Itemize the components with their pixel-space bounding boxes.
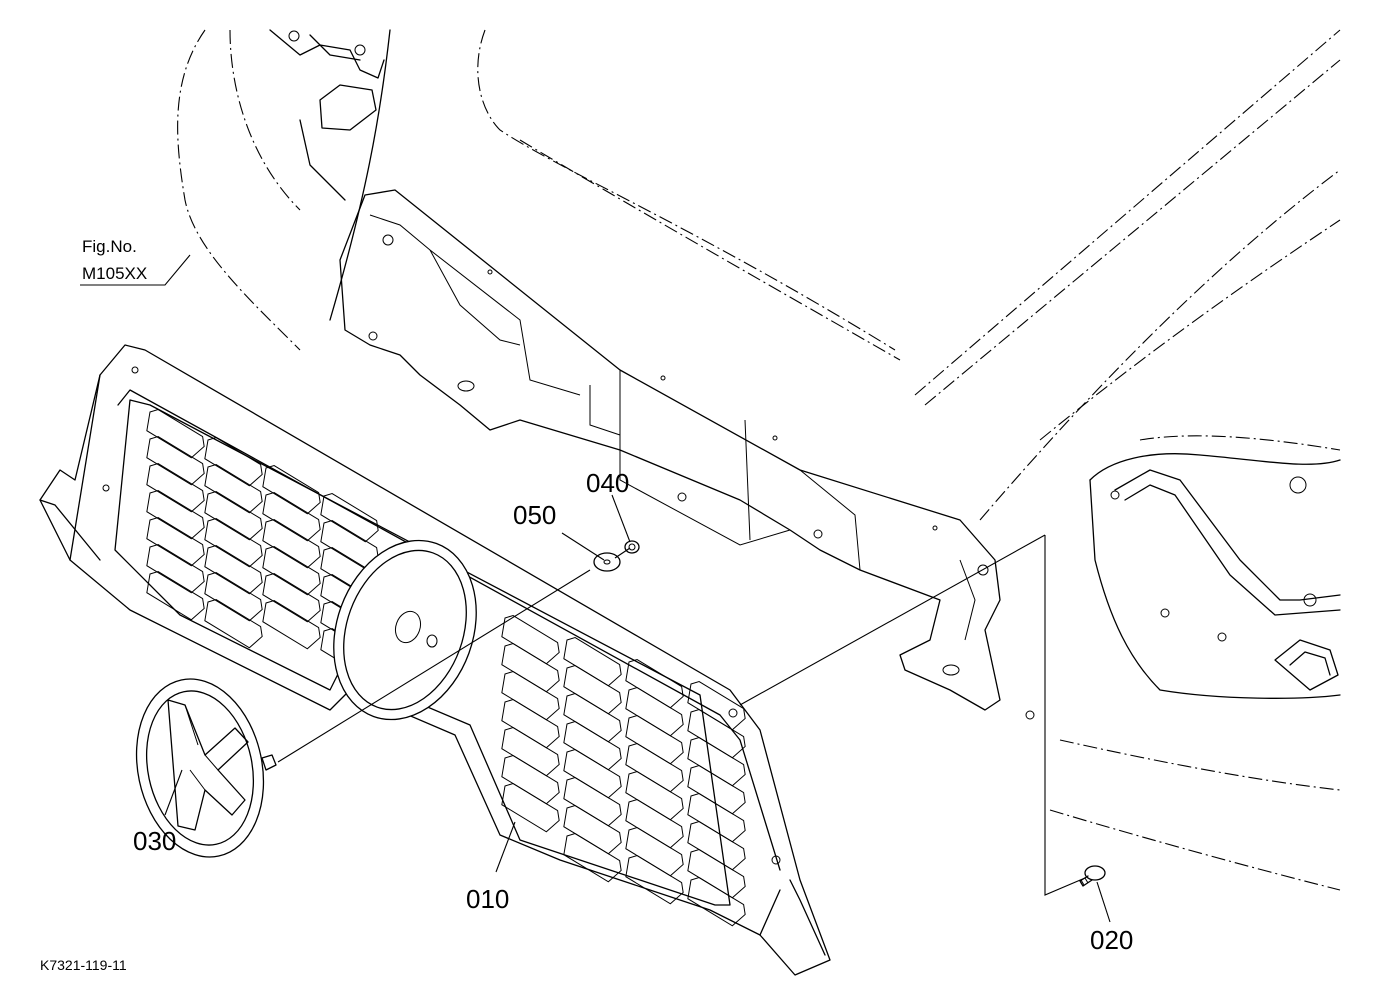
grille-slat <box>625 658 684 709</box>
screw-020 <box>1079 865 1106 887</box>
drawing-code: K7321-119-11 <box>40 957 127 973</box>
grille-slat <box>501 698 560 749</box>
callout-020: 020 <box>1090 925 1133 955</box>
right-side-panel <box>1089 453 1341 699</box>
grille-slat <box>687 680 746 731</box>
grille-slat <box>563 720 622 771</box>
callout-040: 040 <box>586 468 629 498</box>
grille-slat <box>146 408 205 459</box>
grille-slat <box>687 764 746 815</box>
grille-slat <box>204 571 263 622</box>
grille-slat <box>687 708 746 759</box>
assembly-lines <box>277 534 1086 896</box>
figure-reference-line1: Fig.No. <box>82 237 137 256</box>
grille-slat <box>501 782 560 833</box>
upper-left-bracket <box>269 29 391 321</box>
grille-slat <box>501 670 560 721</box>
grille-slat <box>625 686 684 737</box>
emblem-030 <box>135 678 277 858</box>
grille-slat <box>146 570 205 621</box>
callout-050: 050 <box>513 500 556 530</box>
grille-slat <box>563 664 622 715</box>
grille-slat <box>687 848 746 899</box>
grille-slat <box>501 614 560 665</box>
grille-slat <box>687 792 746 843</box>
grille-slat <box>563 636 622 687</box>
grille-slat <box>262 491 321 542</box>
grille-slat <box>320 492 379 543</box>
grille-slat <box>625 770 684 821</box>
grille-slat <box>204 544 263 595</box>
grille-slat <box>687 876 746 927</box>
grille-slat <box>563 832 622 883</box>
front-grille-010 <box>39 344 831 976</box>
grille-slat <box>501 726 560 777</box>
grille-slat <box>563 804 622 855</box>
hood-phantom-outline <box>177 29 1341 891</box>
grille-slat <box>501 642 560 693</box>
grille-slat <box>625 798 684 849</box>
front-frame <box>339 189 1035 720</box>
grille-slat <box>501 754 560 805</box>
grille-slat <box>204 490 263 541</box>
grille-slat <box>563 776 622 827</box>
grille-slat <box>146 543 205 594</box>
grille-slat <box>262 599 321 650</box>
grille-slat <box>146 489 205 540</box>
figure-reference-line2: M105XX <box>82 264 147 283</box>
grille-slat <box>204 436 263 487</box>
grille-slat <box>204 517 263 568</box>
emblem-mount-boss <box>333 539 477 721</box>
grille-slat <box>563 748 622 799</box>
grille-slat <box>625 742 684 793</box>
grille-slat <box>146 462 205 513</box>
grille-slat <box>625 714 684 765</box>
callout-030: 030 <box>133 826 176 856</box>
grille-slat <box>262 545 321 596</box>
grille-slat <box>625 826 684 877</box>
grille-slat <box>687 820 746 871</box>
grille-slat <box>262 572 321 623</box>
grille-slat <box>625 854 684 905</box>
grille-slat <box>146 435 205 486</box>
grille-slat <box>563 692 622 743</box>
grille-slat <box>262 464 321 515</box>
grille-slat <box>146 516 205 567</box>
callout-010: 010 <box>466 884 509 914</box>
grille-slat <box>204 463 263 514</box>
leader-lines <box>80 254 1111 923</box>
nut-040 <box>624 540 640 554</box>
grille-slat <box>687 736 746 787</box>
grille-slat <box>204 598 263 649</box>
grille-slat <box>262 518 321 569</box>
